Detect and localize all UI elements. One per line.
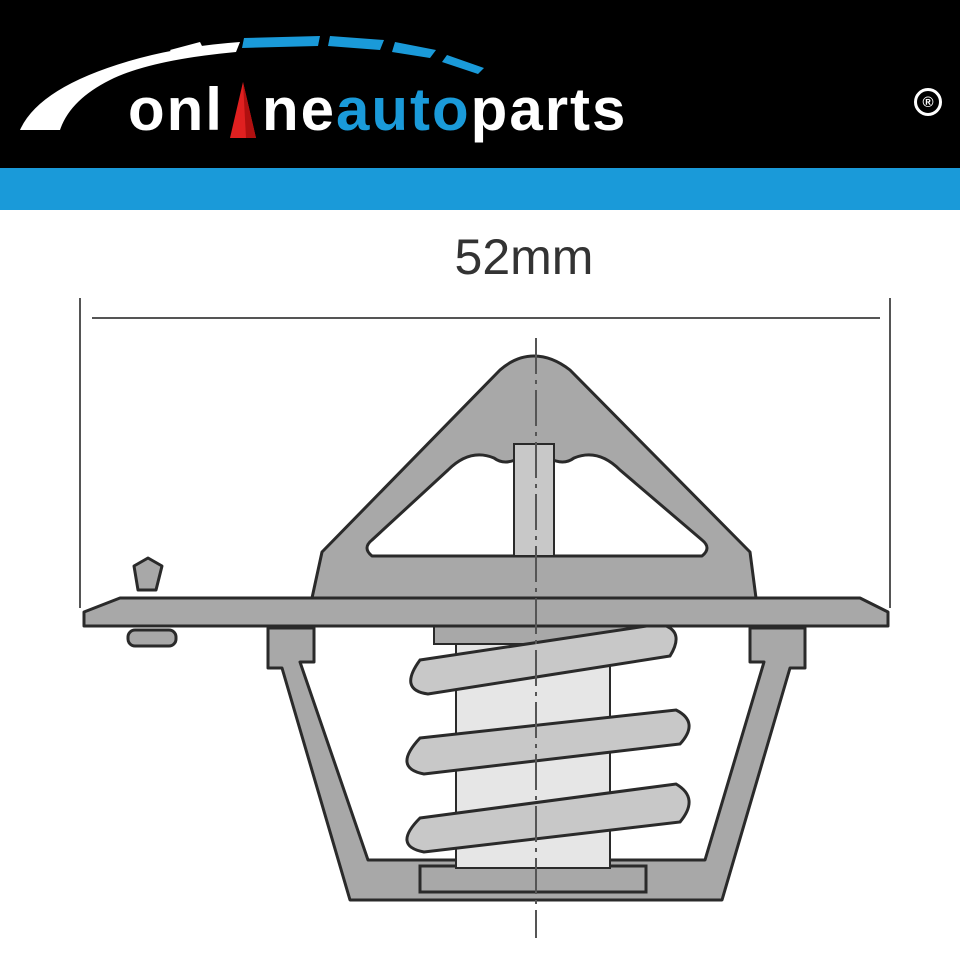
jiggle-valve-icon [132,556,164,592]
bottom-boss [418,864,648,894]
flange-plate [82,596,890,628]
logo-needle-icon [229,82,256,138]
upper-stem [513,443,555,557]
thermostat-cup [266,626,807,902]
logo-text-ne: ne [261,76,337,143]
brand-banner: onl ne auto parts ® [0,0,960,168]
brand-logo: onl ne auto parts [128,78,627,142]
logo-text-parts: parts [470,76,628,143]
dimension-line [79,298,891,608]
jiggle-valve-base [126,628,178,648]
logo-text-auto: auto [336,76,471,143]
logo-text-online: onl [128,76,224,143]
spring-coils [405,622,691,854]
registered-mark-icon: ® [914,88,942,116]
dimension-label: 52mm [454,229,594,285]
accent-stripe [0,168,960,210]
speedometer-swoosh-icon [20,36,484,130]
